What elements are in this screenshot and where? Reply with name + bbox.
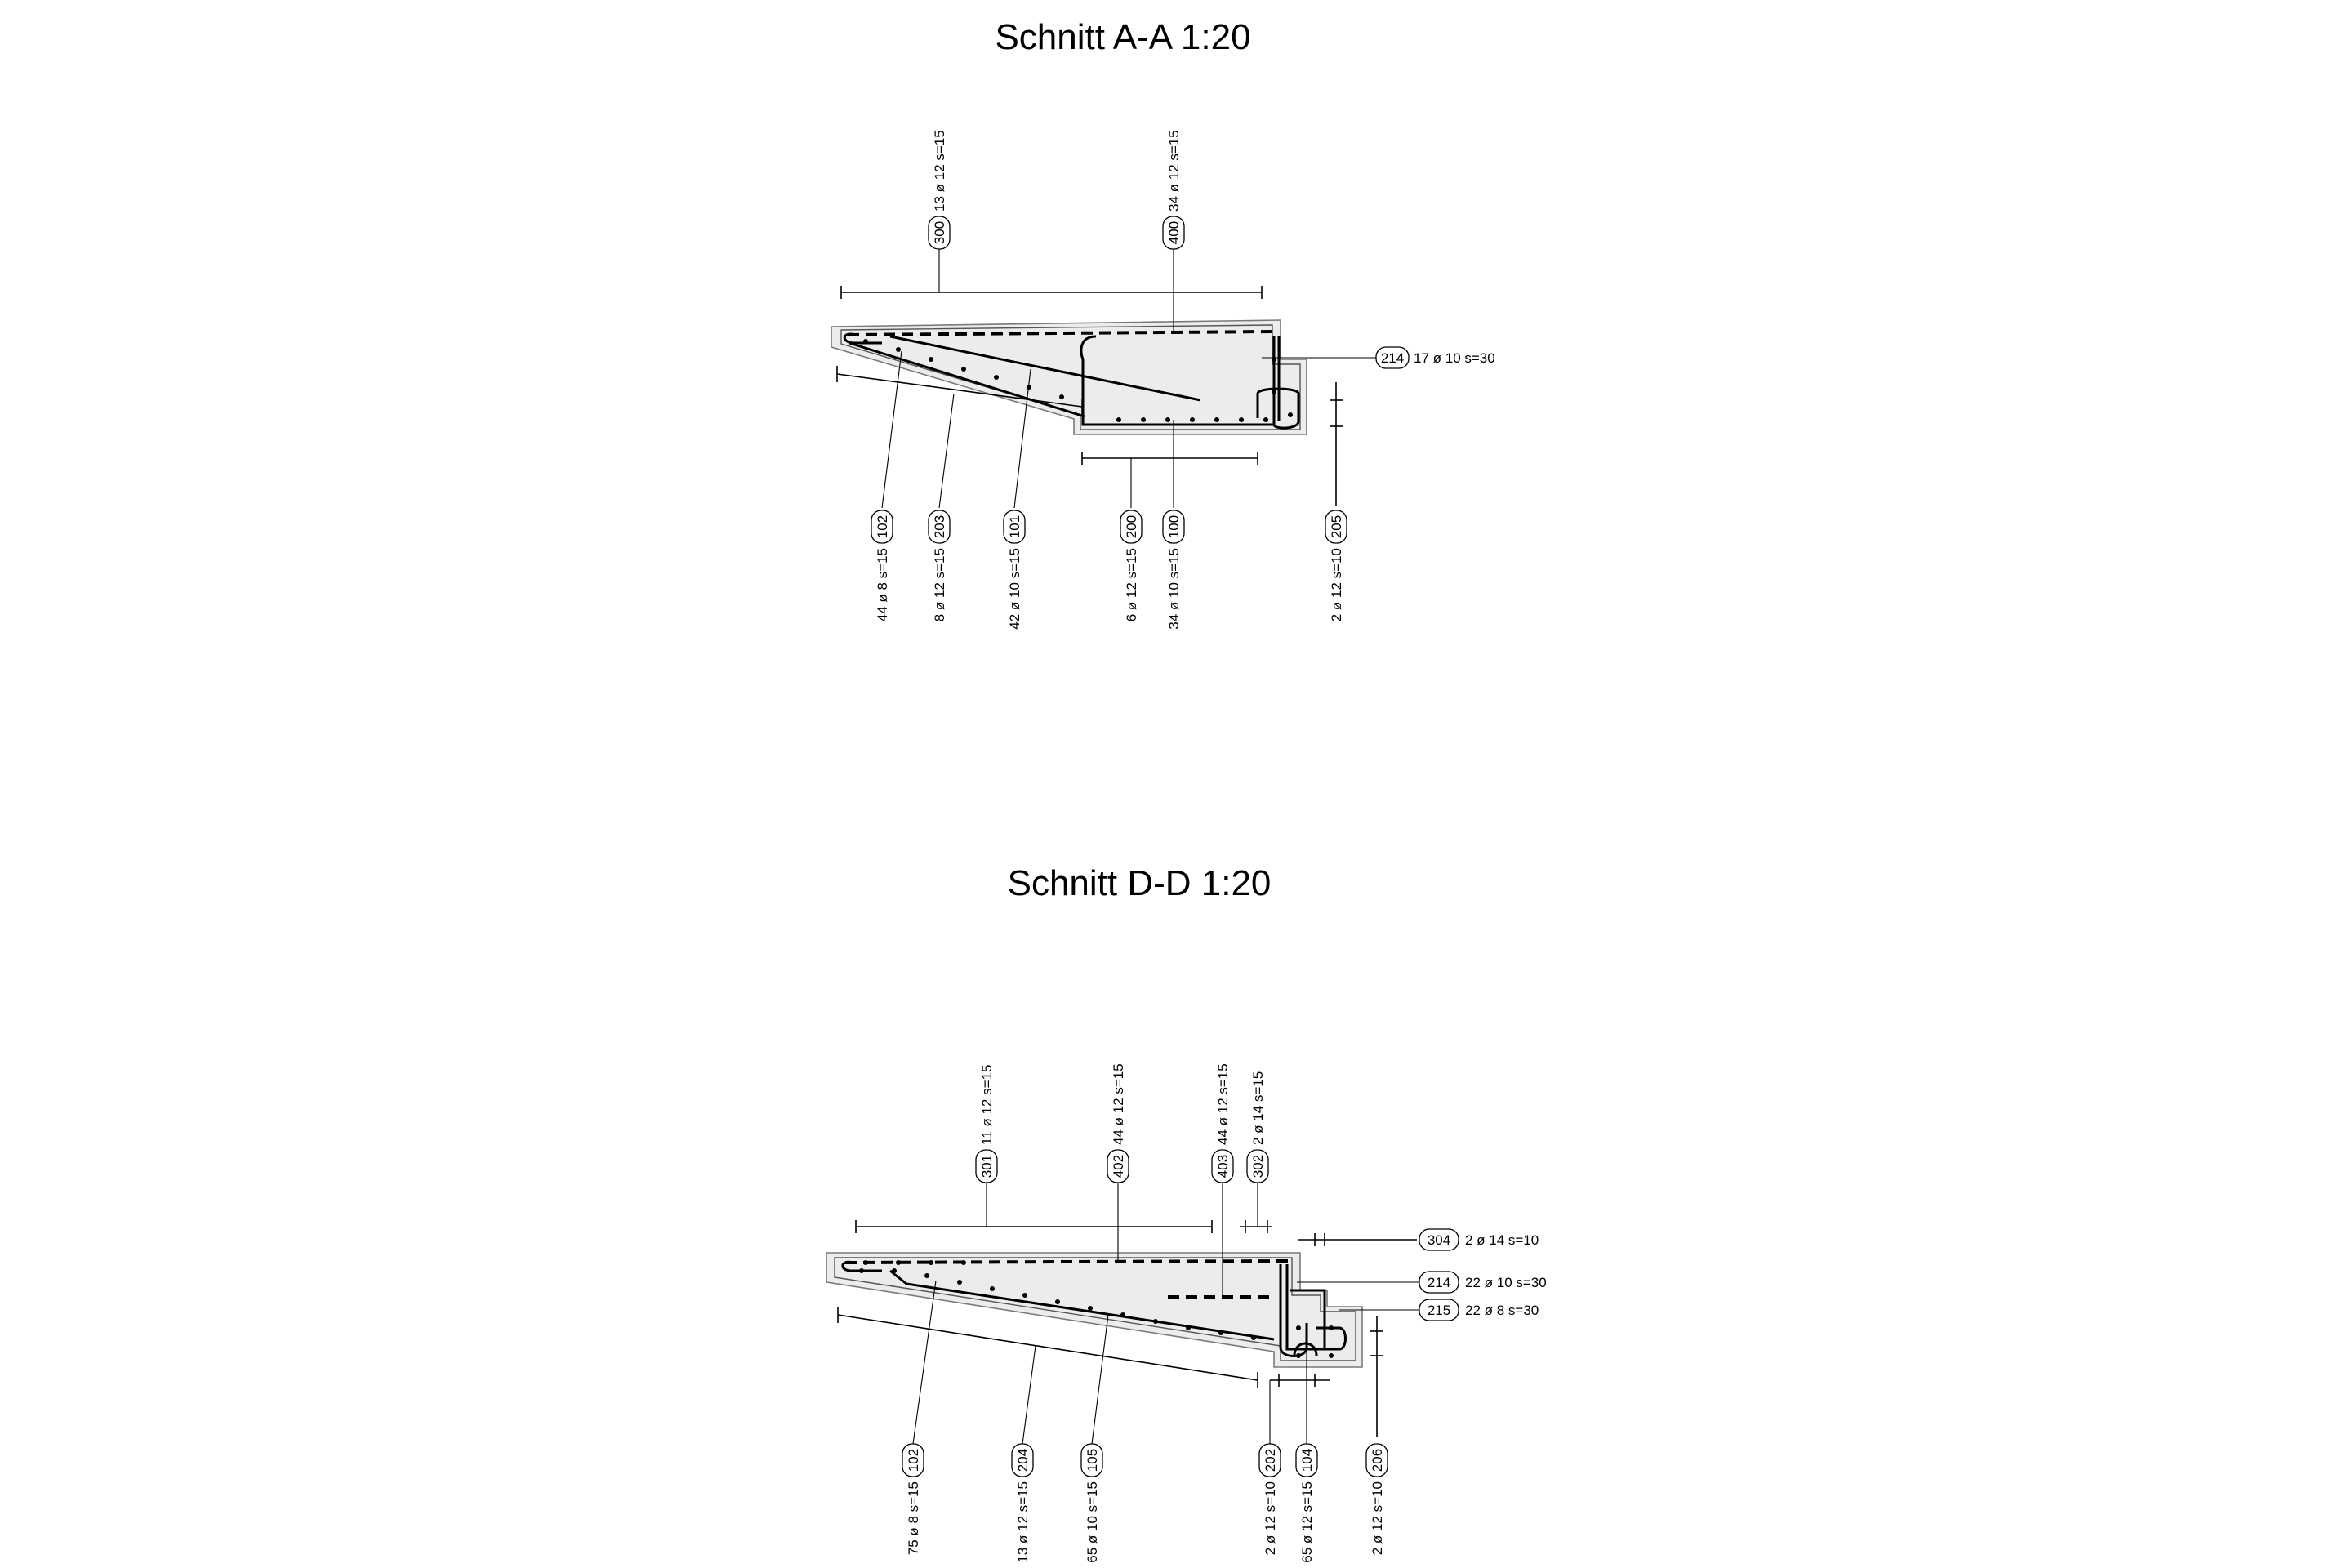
section-d-bar-104: [1293, 1342, 1318, 1356]
callout-205: 205 2 ø 12 s=10: [1325, 510, 1348, 621]
callout-400: 400 34 ø 12 s=15: [1162, 130, 1185, 250]
callout-402: 402 44 ø 12 s=15: [1107, 1063, 1129, 1183]
callout-403: 403 44 ø 12 s=15: [1211, 1063, 1234, 1183]
callout-101: 101 42 ø 10 s=15: [1003, 510, 1026, 630]
section-d-dimensions: [837, 1220, 1417, 1437]
section-a-bar-dots: [863, 339, 1293, 422]
section-a-inner-outline: [840, 324, 1301, 430]
svg-text:6 ø 12 s=15: 6 ø 12 s=15: [1124, 548, 1139, 621]
callout-304: 304 2 ø 14 s=10: [1419, 1228, 1539, 1251]
section-a-inclined-bar: [889, 335, 1201, 402]
callout-102: 102 44 ø 8 s=15: [871, 510, 893, 621]
svg-text:403: 403: [1215, 1155, 1231, 1178]
callout-300: 300 13 ø 12 s=15: [928, 130, 951, 250]
svg-text:101: 101: [1007, 515, 1022, 538]
section-d-hook-left: [841, 1260, 882, 1272]
svg-text:202: 202: [1263, 1449, 1278, 1472]
svg-text:13 ø 12 s=15: 13 ø 12 s=15: [1015, 1481, 1031, 1563]
svg-text:2 ø 12 s=10: 2 ø 12 s=10: [1263, 1481, 1278, 1555]
svg-text:104: 104: [1299, 1449, 1315, 1472]
callout-102-d: 102 75 ø 8 s=15: [902, 1443, 924, 1555]
section-a-dimensions: [836, 286, 1343, 506]
section-a-stirrup-right: [1256, 336, 1300, 430]
callout-105: 105 65 ø 10 s=15: [1080, 1443, 1103, 1563]
callout-204: 204 13 ø 12 s=15: [1011, 1443, 1034, 1563]
svg-text:22 ø 10 s=30: 22 ø 10 s=30: [1465, 1275, 1547, 1290]
callout-202: 202 2 ø 12 s=10: [1258, 1443, 1281, 1555]
svg-text:300: 300: [932, 221, 947, 244]
callout-206: 206 2 ø 12 s=10: [1365, 1443, 1388, 1555]
svg-text:34 ø 12 s=15: 34 ø 12 s=15: [1166, 130, 1182, 212]
section-a-title: Schnitt A-A 1:20: [995, 17, 1250, 57]
section-d-bottom-bar-105: [889, 1269, 1275, 1341]
svg-text:2 ø 12 s=10: 2 ø 12 s=10: [1370, 1481, 1385, 1555]
callout-104: 104 65 ø 12 s=15: [1295, 1443, 1318, 1563]
svg-text:204: 204: [1015, 1449, 1031, 1472]
svg-text:206: 206: [1370, 1449, 1385, 1472]
callout-301: 301 11 ø 12 s=15: [975, 1065, 998, 1183]
svg-text:102: 102: [875, 515, 890, 538]
svg-text:65 ø 12 s=15: 65 ø 12 s=15: [1299, 1481, 1315, 1563]
svg-text:17 ø 10 s=30: 17 ø 10 s=30: [1414, 350, 1495, 366]
section-d-bar-215: [1290, 1289, 1326, 1348]
section-a-bottom-bar-101: [849, 341, 1085, 418]
svg-text:301: 301: [979, 1155, 995, 1178]
svg-text:44 ø 8 s=15: 44 ø 8 s=15: [875, 548, 890, 621]
section-a-stirrup-left: [1080, 335, 1274, 426]
svg-text:304: 304: [1428, 1232, 1450, 1248]
section-d-stirrup-214: [1285, 1264, 1347, 1351]
svg-text:75 ø 8 s=15: 75 ø 8 s=15: [906, 1481, 921, 1555]
svg-text:8 ø 12 s=15: 8 ø 12 s=15: [932, 548, 947, 621]
section-a-leaders: [881, 245, 1376, 509]
section-d-leaders: [912, 1180, 1421, 1445]
callout-214-d: 214 22 ø 10 s=30: [1419, 1271, 1547, 1294]
section-d-d: Schnitt D-D 1:20: [826, 863, 1547, 1563]
callout-214: 214 17 ø 10 s=30: [1375, 346, 1495, 369]
section-a-hook-left: [843, 332, 882, 345]
svg-text:42 ø 10 s=15: 42 ø 10 s=15: [1007, 548, 1022, 630]
svg-text:44 ø 12 s=15: 44 ø 12 s=15: [1215, 1063, 1231, 1145]
section-a-a: Schnitt A-A 1:20: [831, 17, 1495, 630]
svg-text:205: 205: [1329, 515, 1344, 538]
svg-text:402: 402: [1111, 1155, 1126, 1178]
svg-text:34 ø 10 s=15: 34 ø 10 s=15: [1166, 548, 1182, 630]
svg-text:200: 200: [1124, 515, 1139, 538]
section-a-concrete: [831, 319, 1307, 435]
section-d-bar-dots: [859, 1260, 1334, 1358]
svg-text:44 ø 12 s=15: 44 ø 12 s=15: [1111, 1063, 1126, 1145]
svg-text:2 ø 12 s=10: 2 ø 12 s=10: [1329, 548, 1344, 621]
svg-text:13 ø 12 s=15: 13 ø 12 s=15: [932, 130, 947, 212]
section-d-title: Schnitt D-D 1:20: [1008, 863, 1272, 903]
callout-203: 203 8 ø 12 s=15: [928, 510, 951, 621]
svg-text:102: 102: [906, 1449, 921, 1472]
callout-100: 100 34 ø 10 s=15: [1162, 510, 1185, 630]
svg-text:11 ø 12 s=15: 11 ø 12 s=15: [979, 1065, 995, 1145]
svg-text:2 ø 14 s=10: 2 ø 14 s=10: [1465, 1232, 1539, 1248]
svg-text:105: 105: [1085, 1449, 1100, 1472]
svg-text:203: 203: [932, 515, 947, 538]
section-d-inner-outline: [834, 1257, 1356, 1361]
svg-text:302: 302: [1250, 1155, 1266, 1178]
svg-text:65 ø 10 s=15: 65 ø 10 s=15: [1085, 1481, 1100, 1563]
svg-text:214: 214: [1381, 350, 1404, 366]
callout-302: 302 2 ø 14 s=15: [1246, 1071, 1269, 1183]
svg-text:400: 400: [1166, 221, 1182, 244]
svg-text:22 ø 8 s=30: 22 ø 8 s=30: [1465, 1303, 1539, 1318]
svg-text:2 ø 14 s=15: 2 ø 14 s=15: [1250, 1071, 1266, 1145]
callout-215: 215 22 ø 8 s=30: [1419, 1298, 1539, 1321]
svg-text:214: 214: [1428, 1275, 1450, 1290]
svg-text:100: 100: [1166, 515, 1182, 538]
section-d-top-bar-301: [844, 1259, 1290, 1264]
callout-200: 200 6 ø 12 s=15: [1120, 510, 1143, 621]
svg-text:215: 215: [1428, 1303, 1450, 1318]
